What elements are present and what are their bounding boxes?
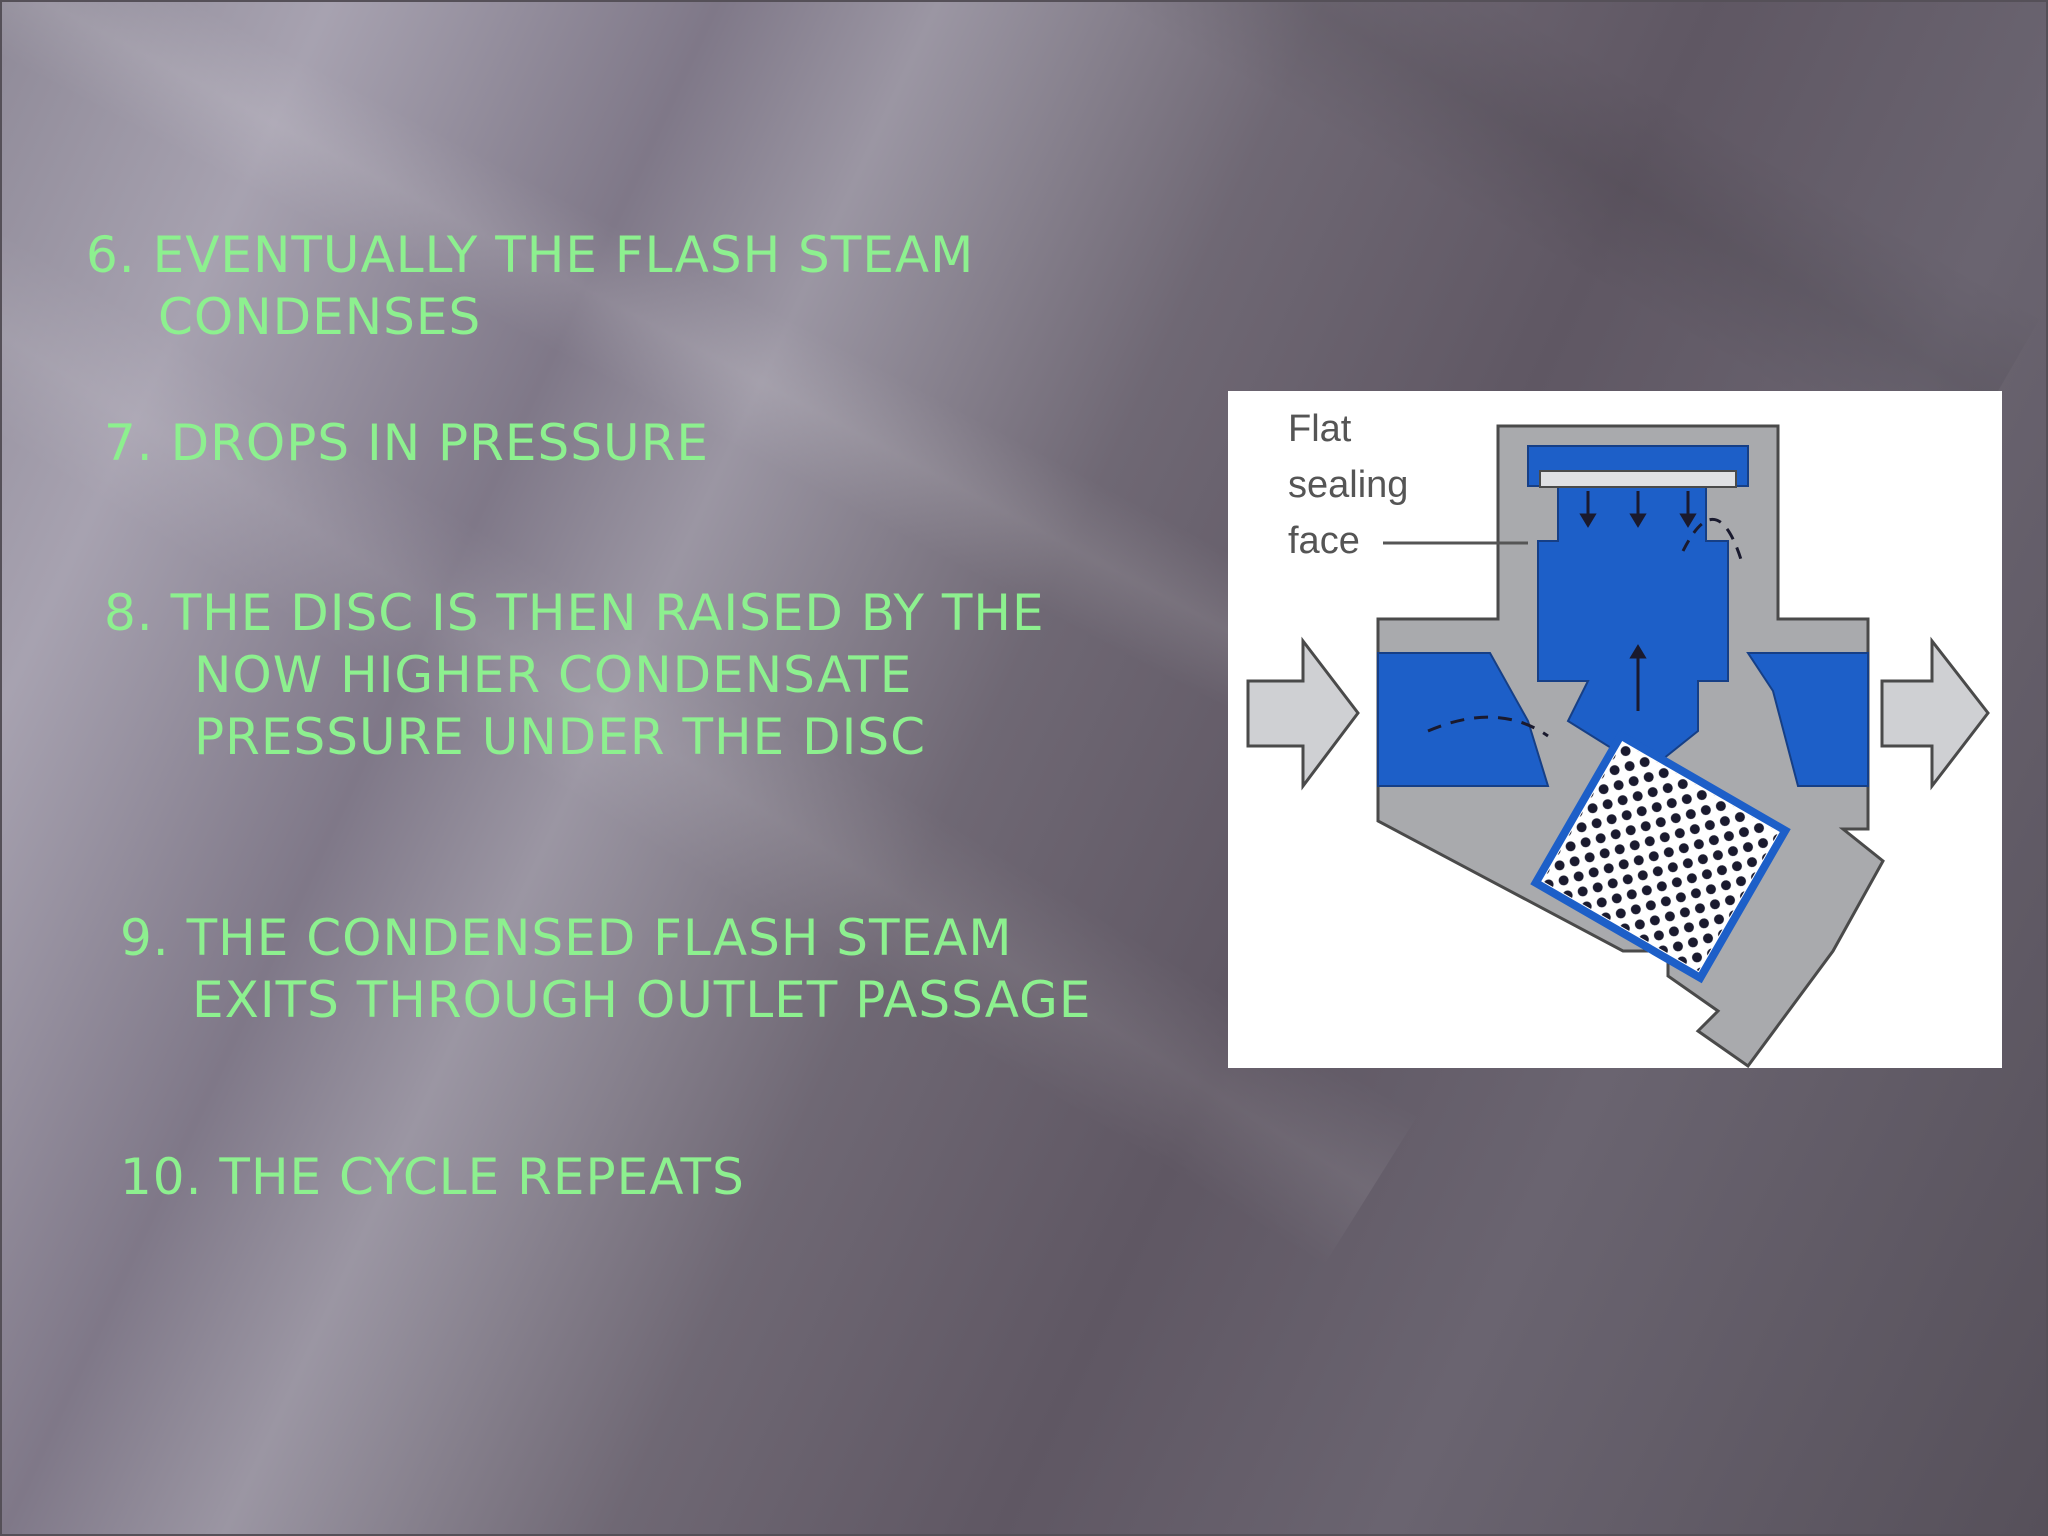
steam-trap-diagram: Flat sealing face [1228,391,2002,1068]
inlet-arrow [1246,636,1360,791]
label-line: sealing [1288,464,1408,506]
list-item-text: 10. THE CYCLE REPEATS [120,1148,745,1206]
list-item-text: EXITS THROUGH OUTLET PASSAGE [192,971,1092,1029]
label-line: Flat [1288,408,1352,450]
list-item: 7. DROPS IN PRESSURE [104,412,709,474]
list-item-text: CONDENSES [158,288,482,346]
flat-sealing-face-label: Flat sealing face [1288,408,1419,562]
list-item-text: 8. THE DISC IS THEN RAISED BY THE [104,584,1045,642]
pressure-arrows [1579,491,1697,711]
label-line: face [1288,520,1360,562]
list-item: 6. EVENTUALLY THE FLASH STEAM CONDENSES [86,224,974,348]
list-item-text: NOW HIGHER CONDENSATE [194,646,913,704]
list-item-text: 7. DROPS IN PRESSURE [104,414,709,472]
outlet-arrow [1880,636,1990,791]
disc [1539,470,1737,488]
list-item-text: 9. THE CONDENSED FLASH STEAM [120,909,1013,967]
steam-trap-drawing: Flat sealing face [1246,408,1990,1068]
list-item: 8. THE DISC IS THEN RAISED BY THE NOW HI… [104,582,1045,768]
strainer-screen [1530,730,1791,984]
list-item-text: 6. EVENTUALLY THE FLASH STEAM [86,226,975,284]
list-item: 10. THE CYCLE REPEATS [120,1146,745,1208]
list-item-text: PRESSURE UNDER THE DISC [194,708,927,766]
list-item: 9. THE CONDENSED FLASH STEAM EXITS THROU… [120,907,1091,1031]
steam-passage [1746,652,1869,787]
flow-line [1681,518,1745,567]
